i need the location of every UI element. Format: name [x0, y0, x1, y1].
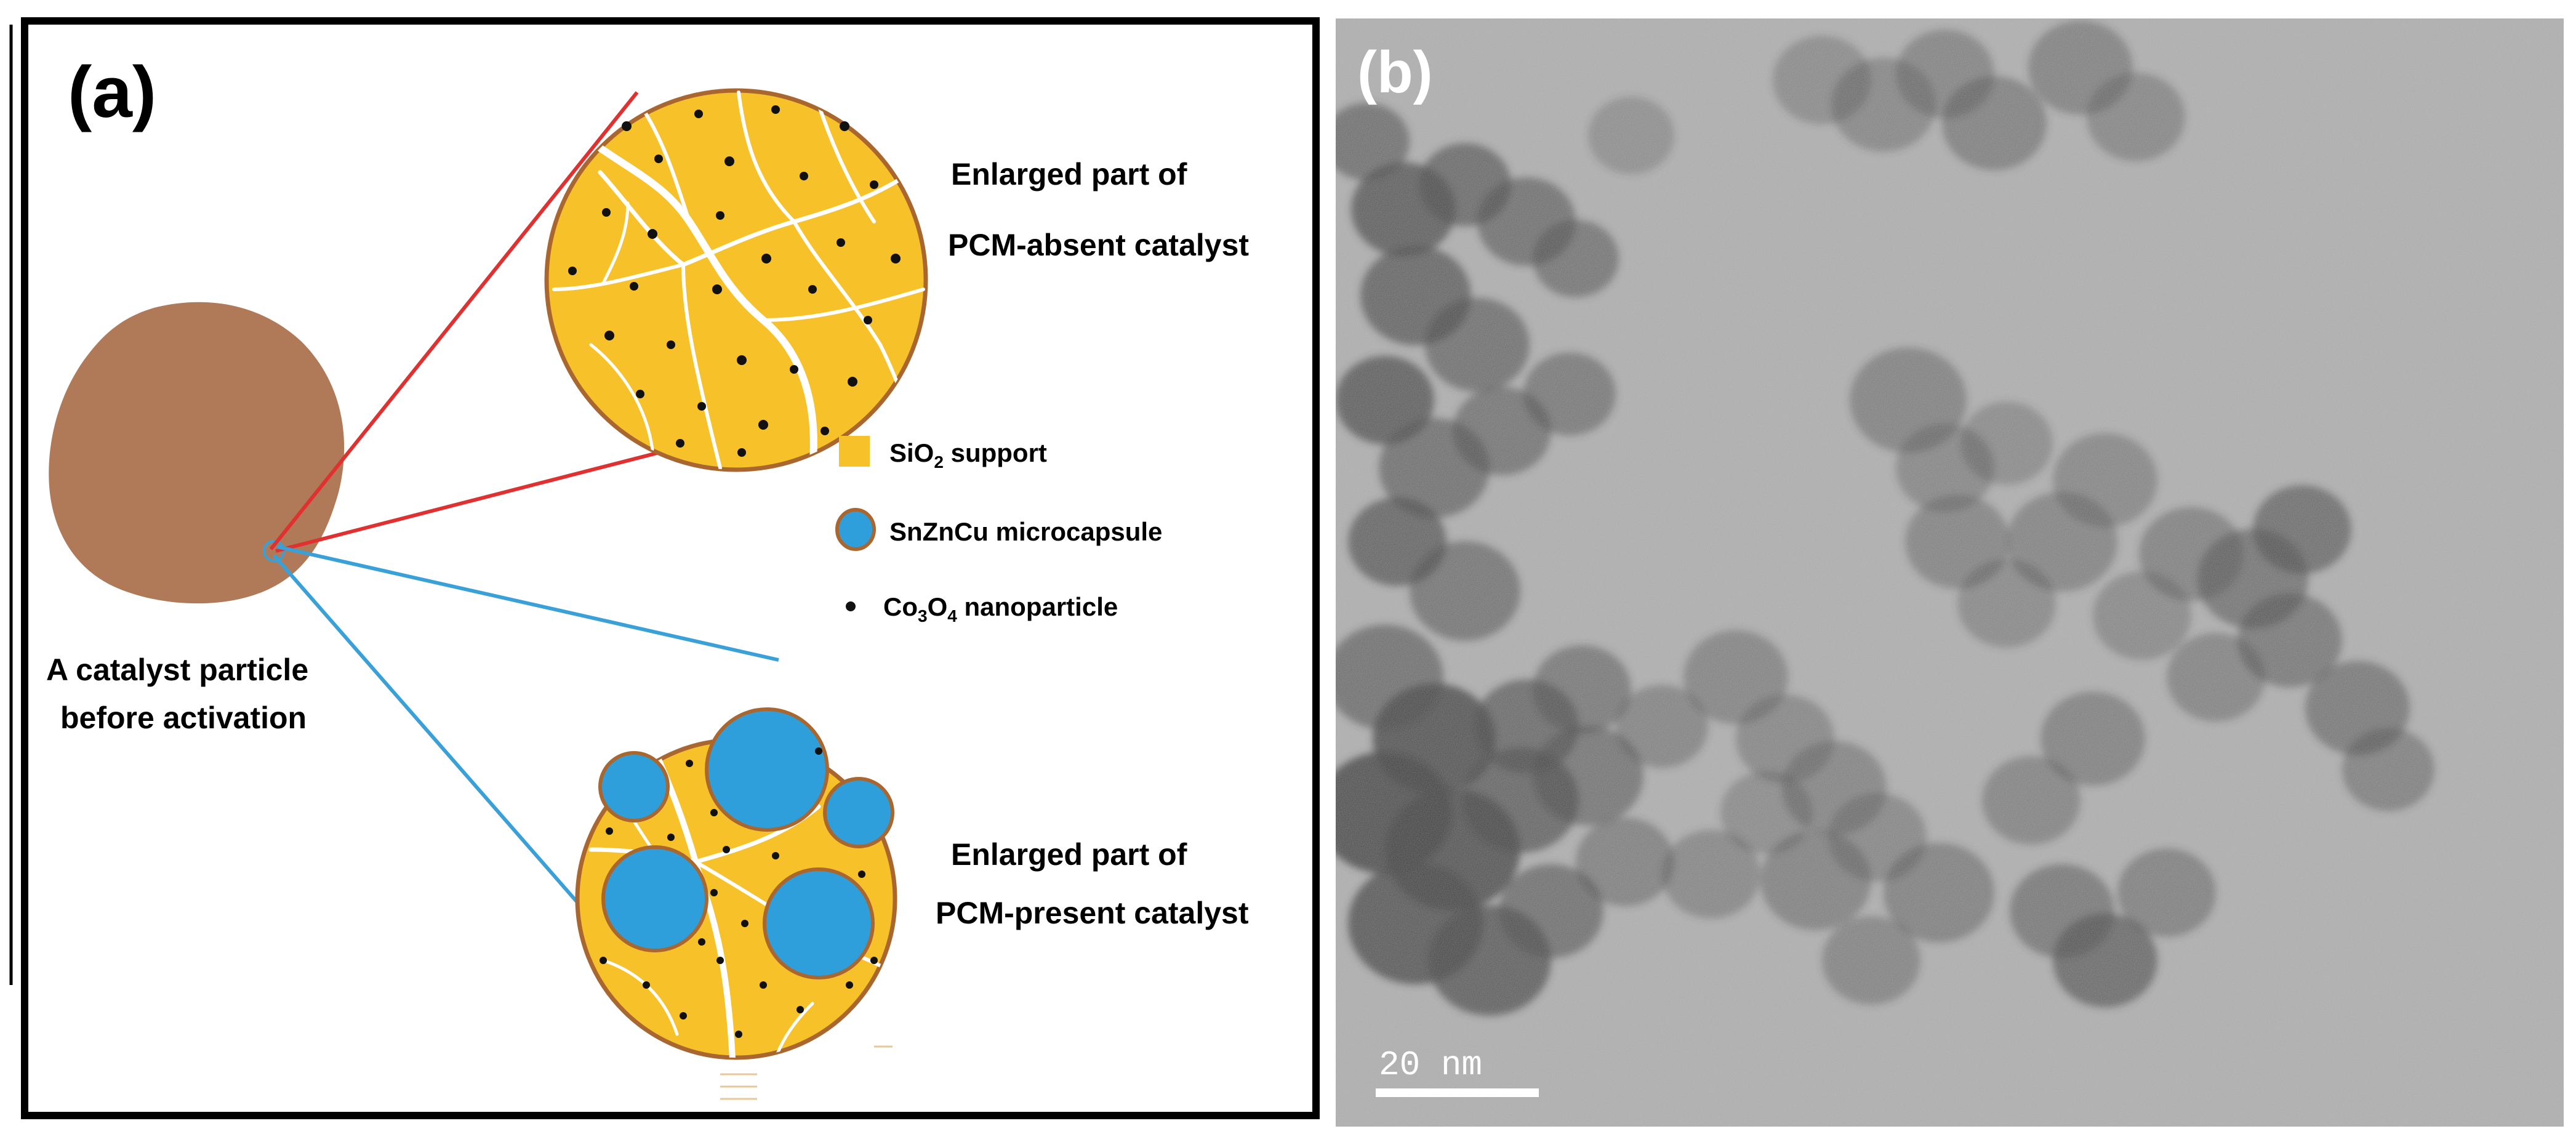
legend-label-co3o4: Co3O4 nanoparticle [883, 592, 1118, 625]
present-catalyst-circle [575, 707, 897, 1060]
legend-label-capsule: SnZnCu microcapsule [889, 517, 1162, 546]
absent-cracks [552, 90, 925, 470]
panel-a: (a) [9, 17, 1320, 1119]
legend-swatch-sio2 [839, 436, 870, 467]
present-co3o4-dots [600, 747, 878, 1038]
microcapsule [823, 777, 894, 848]
microcapsules [598, 707, 894, 979]
tem-grain [1336, 18, 2564, 1127]
microcapsule [598, 751, 670, 822]
legend-swatch-capsule [835, 508, 876, 551]
microcapsule [601, 845, 708, 952]
legend-swatch-co3o4 [846, 601, 856, 611]
microcapsule [705, 707, 829, 832]
connector-line-absent-upper [269, 91, 639, 550]
scale-bar-label: 20 nm [1379, 1045, 1482, 1085]
catalyst-particle [49, 302, 345, 604]
present-caption: Enlarged part of PCM-present catalyst [936, 837, 1249, 930]
particle-caption: A catalyst particle before activation [46, 653, 317, 735]
legend-label-sio2: SiO2 support [889, 438, 1047, 472]
connector-line-present-upper [276, 545, 779, 662]
connector-line-present-lower [272, 554, 598, 925]
artifact-marks [720, 1045, 893, 1100]
absent-catalyst-circle [544, 88, 928, 472]
panel-b-tem-image [1336, 18, 2564, 1127]
absent-co3o4-dots [568, 105, 901, 457]
panel-a-label: (a) [68, 52, 156, 133]
absent-caption: Enlarged part of PCM-absent catalyst [948, 157, 1249, 262]
zoom-origin-marker [263, 540, 285, 562]
panel-b-label: (b) [1357, 39, 1433, 105]
legend: SiO2 support SnZnCu microcapsule Co3O4 n… [835, 436, 1162, 625]
microcapsule [763, 867, 875, 979]
